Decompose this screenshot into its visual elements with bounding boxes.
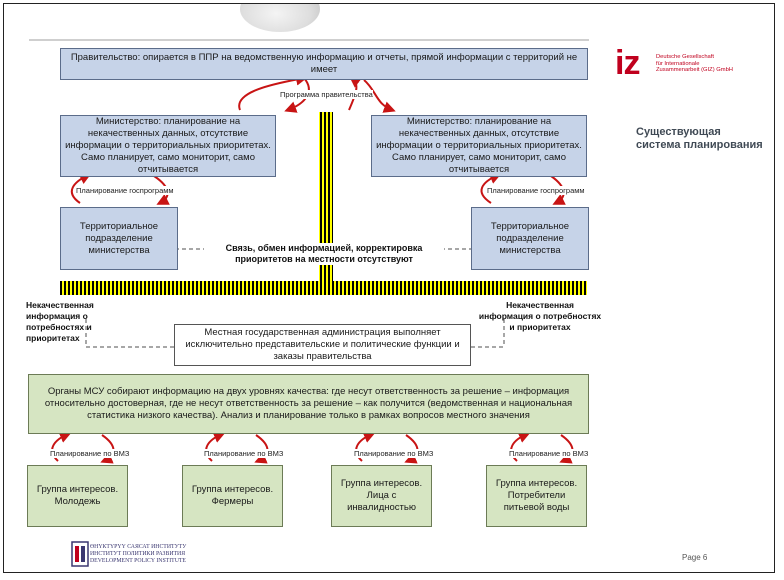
header-divider [29,39,589,41]
vmz-label-2: Планирование по ВМЗ [204,449,284,458]
interest-group-box: Группа интересов. Потребители питьевой в… [486,465,587,527]
interest-group-box: Группа интересов. Молодежь [27,465,128,527]
poor-info-label-left: Некачественная информация о потребностях… [26,300,94,343]
msu-box: Органы МСУ собирают информацию на двух у… [28,374,589,434]
vmz-label-4: Планирование по ВМЗ [509,449,589,458]
dpi-logo-icon [71,541,89,567]
poor-info-label-right: Некачественная информация о потребностях… [478,300,602,332]
dpi-line-3: DEVELOPMENT POLICY INSTITUTE [90,558,186,564]
vmz-label-1: Планирование по ВМЗ [50,449,130,458]
page-number: Page 6 [682,553,708,562]
local-administration-box: Местная государственная администрация вы… [174,324,471,366]
government-program-label: Программа правительства [280,90,373,99]
interest-group-box: Группа интересов. Лица с инвалидностью [331,465,432,527]
giz-line-2: für Internationale [656,60,700,67]
interest-group-text: Группа интересов. Потребители питьевой в… [495,478,578,513]
state-program-label-left: Планирование госпрограмм [76,186,174,195]
territorial-text-right: Территориальное подразделение министерст… [490,220,570,256]
giz-line-1: Deutsche Gesellschaft [656,54,714,60]
interest-group-text: Группа интересов. Фермеры [191,484,274,507]
dpi-line-2: ИНСТИТУТ ПОЛИТИКИ РАЗВИТИЯ [90,551,186,557]
slide-side-title: Существующая система планирования [636,126,763,151]
interest-group-text: Группа интересов. Молодежь [36,484,119,507]
giz-logo-text: Deutsche Gesellschaft für Internationale… [656,54,733,74]
horizontal-barrier [60,281,587,295]
interest-group-box: Группа интересов. Фермеры [182,465,283,527]
dpi-line-1: ӨНҮКТҮРҮҮ САЯСАТ ИНСТИТУТУ [90,544,187,550]
giz-line-3: Zusammenarbeit (GIZ) GmbH [656,67,733,74]
interest-group-text: Группа интересов. Лица с инвалидностью [340,478,423,513]
vmz-label-3: Планирование по ВМЗ [354,449,434,458]
msu-text: Органы МСУ собирают информацию на двух у… [44,386,573,421]
government-box: Правительство: опирается в ППР на ведомс… [60,48,588,80]
ministry-box-left: Министерство: планирование на некачестве… [60,115,276,177]
ministry-text-right: Министерство: планирование на некачестве… [376,116,582,175]
no-link-label: Связь, обмен информацией, корректировка … [204,243,444,265]
territorial-box-left: Территориальное подразделение министерст… [60,207,178,270]
giz-logo-mark: iz [615,44,640,82]
ministry-box-right: Министерство: планирование на некачестве… [371,115,587,177]
vertical-barrier [319,112,333,282]
territorial-box-right: Территориальное подразделение министерст… [471,207,589,270]
local-administration-text: Местная государственная администрация вы… [185,327,460,362]
ministry-text-left: Министерство: планирование на некачестве… [65,116,271,175]
state-program-label-right: Планирование госпрограмм [487,186,585,195]
dpi-logo-text: ӨНҮКТҮРҮҮ САЯСАТ ИНСТИТУТУ ИНСТИТУТ ПОЛИ… [90,544,186,565]
slide: Правительство: опирается в ППР на ведомс… [3,3,775,573]
territorial-text-left: Территориальное подразделение министерст… [79,220,159,256]
government-text: Правительство: опирается в ППР на ведомс… [70,52,578,75]
